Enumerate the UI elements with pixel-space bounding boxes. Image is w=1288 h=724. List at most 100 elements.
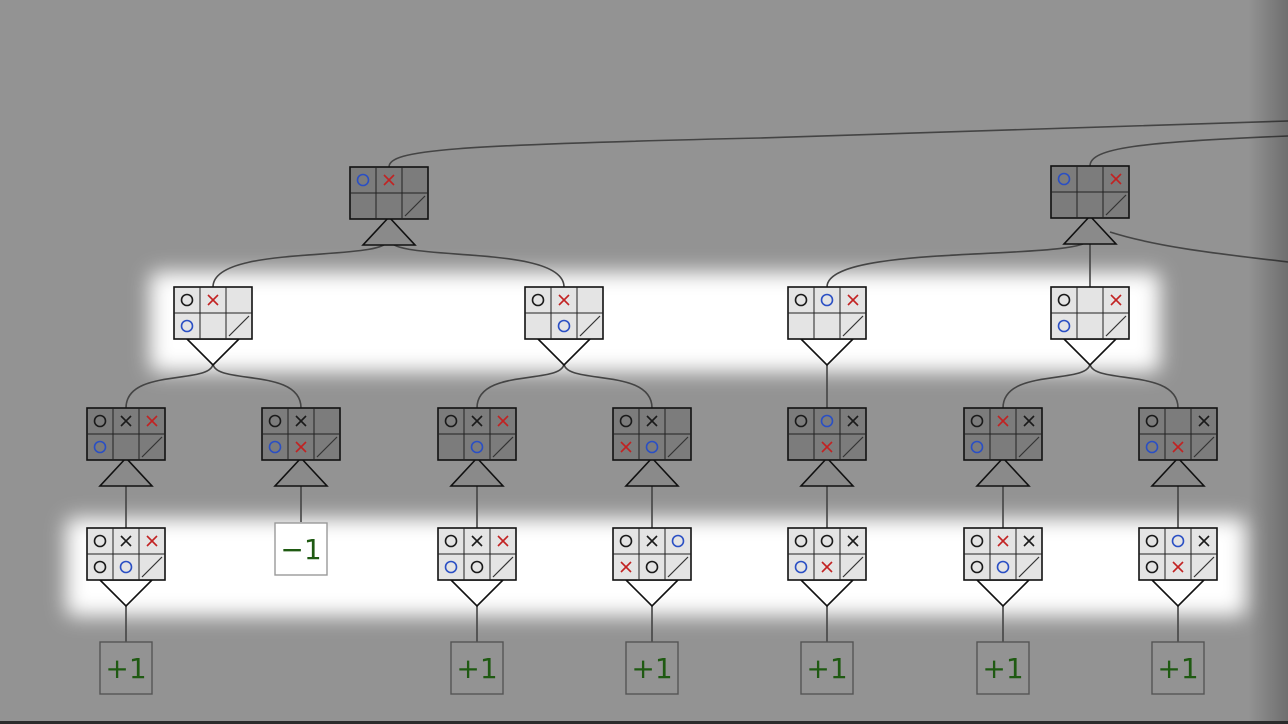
empty-diagonal-mark <box>842 556 864 578</box>
red-x-mark <box>1110 294 1122 306</box>
blue-o-mark <box>645 440 659 454</box>
red-x-mark <box>821 441 833 453</box>
red-x-mark <box>821 561 833 573</box>
blue-o-mark <box>996 560 1010 574</box>
black-x-mark <box>120 415 132 427</box>
black-x-mark <box>1198 415 1210 427</box>
board-node-l6 <box>963 527 1043 608</box>
blue-o-mark <box>671 534 685 548</box>
black-x-mark <box>120 535 132 547</box>
red-x-mark <box>497 535 509 547</box>
board-node-l7 <box>1138 527 1218 608</box>
edge-m1-n1 <box>125 362 214 409</box>
empty-diagonal-mark <box>1018 436 1040 458</box>
red-x-mark <box>497 415 509 427</box>
board-node-n5 <box>787 407 867 487</box>
empty-diagonal-mark <box>1105 194 1127 216</box>
board-node-r1 <box>349 166 429 246</box>
edge-root-2-offscreen-child <box>1109 231 1288 263</box>
edge-r1-m2 <box>388 238 565 288</box>
black-o-mark <box>1145 560 1159 574</box>
blue-o-mark <box>1057 319 1071 333</box>
max-node-triangle <box>361 215 417 246</box>
empty-diagonal-mark <box>1193 556 1215 578</box>
value-label: −1 <box>280 533 321 566</box>
value-box-t7: +1 <box>1151 641 1205 695</box>
value-label: +1 <box>1157 652 1198 685</box>
black-o-mark <box>444 534 458 548</box>
red-x-mark <box>146 415 158 427</box>
empty-diagonal-mark <box>316 436 338 458</box>
board-node-m3 <box>787 286 867 367</box>
empty-diagonal-mark <box>492 556 514 578</box>
board-node-m1 <box>173 286 253 367</box>
tree-edges <box>125 120 1288 642</box>
empty-diagonal-mark <box>842 436 864 458</box>
black-o-mark <box>794 414 808 428</box>
red-x-mark <box>383 174 395 186</box>
red-x-mark <box>558 294 570 306</box>
red-x-mark <box>295 441 307 453</box>
black-o-mark <box>444 414 458 428</box>
blue-o-mark <box>444 560 458 574</box>
board-node-l1 <box>86 527 166 608</box>
value-box-frame <box>1151 641 1205 695</box>
red-x-mark <box>207 294 219 306</box>
red-x-mark <box>997 535 1009 547</box>
black-x-mark <box>471 415 483 427</box>
board-node-m4 <box>1050 286 1130 367</box>
blue-o-mark <box>470 440 484 454</box>
edge-root-1-incoming <box>388 120 1288 168</box>
board-node-r2 <box>1050 165 1130 245</box>
red-x-mark <box>847 294 859 306</box>
black-o-mark <box>645 560 659 574</box>
max-node-triangle <box>975 456 1031 487</box>
value-box-t4: +1 <box>625 641 679 695</box>
blue-o-mark <box>1145 440 1159 454</box>
board-node-n6 <box>963 407 1043 487</box>
board-node-n1 <box>86 407 166 487</box>
max-node-triangle <box>1150 456 1206 487</box>
empty-diagonal-mark <box>579 315 601 337</box>
empty-diagonal-mark <box>1018 556 1040 578</box>
black-o-mark <box>93 414 107 428</box>
black-x-mark <box>847 415 859 427</box>
black-o-mark <box>180 293 194 307</box>
value-box-frame <box>800 641 854 695</box>
black-x-mark <box>646 535 658 547</box>
blue-o-mark <box>1171 534 1185 548</box>
red-x-mark <box>620 561 632 573</box>
value-box-frame <box>976 641 1030 695</box>
value-label: +1 <box>806 652 847 685</box>
value-box-t3: +1 <box>450 641 504 695</box>
black-o-mark <box>470 560 484 574</box>
edge-m2-n4 <box>563 362 653 409</box>
board-node-n2 <box>261 407 341 487</box>
black-o-mark <box>619 534 633 548</box>
red-x-mark <box>1110 173 1122 185</box>
empty-diagonal-mark <box>228 315 250 337</box>
blue-o-mark <box>356 173 370 187</box>
highlight-band-min-level <box>150 272 1160 372</box>
max-node-triangle <box>1062 214 1118 245</box>
blue-o-mark <box>180 319 194 333</box>
edge-m4-n6 <box>1002 362 1091 409</box>
value-label: +1 <box>456 652 497 685</box>
empty-diagonal-mark <box>492 436 514 458</box>
black-o-mark <box>970 414 984 428</box>
black-o-mark <box>794 534 808 548</box>
value-box-l2: −1 <box>274 522 328 576</box>
red-x-mark <box>620 441 632 453</box>
black-x-mark <box>295 415 307 427</box>
black-o-mark <box>1145 534 1159 548</box>
edge-m2-n3 <box>476 362 565 409</box>
black-o-mark <box>820 534 834 548</box>
red-x-mark <box>997 415 1009 427</box>
empty-diagonal-mark <box>1193 436 1215 458</box>
black-o-mark <box>268 414 282 428</box>
value-box-frame <box>625 641 679 695</box>
max-node-triangle <box>449 456 505 487</box>
edge-m1-n2 <box>212 362 302 409</box>
